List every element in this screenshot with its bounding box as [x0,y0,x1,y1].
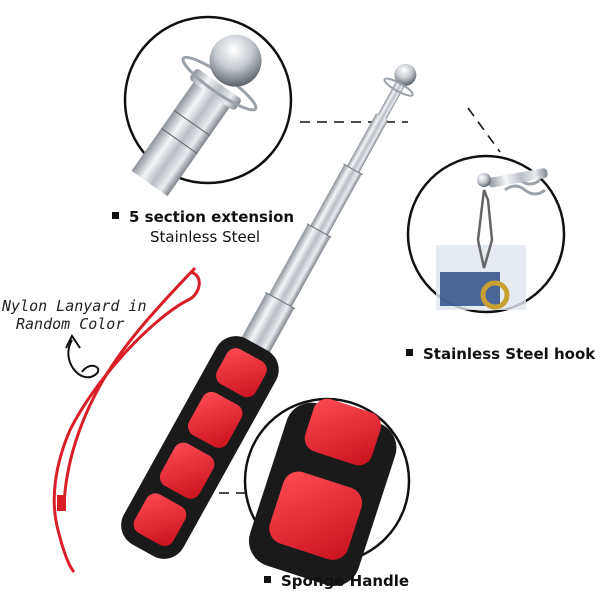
label-extension-subtitle: Stainless Steel [150,228,261,246]
bullet-icon [112,212,119,219]
bullet-icon [406,349,413,356]
lanyard-note-line1: Nylon Lanyard in [2,297,147,315]
bullet-icon [264,576,271,583]
lanyard-note-line2: Random Color [16,315,125,333]
label-hook: Stainless Steel hook [406,345,595,363]
sponge-handle [121,336,279,559]
curly-arrow-icon [67,339,100,379]
nylon-lanyard [52,266,201,573]
label-handle: Sponge Handle [264,572,409,590]
zoom-circle-handle [243,397,411,587]
arrow-head-icon [65,334,81,349]
zoom-circle-hook [406,154,566,314]
zoom-circle-finial [123,15,293,197]
label-extension-title: 5 section extension [112,208,294,226]
dashed-connector-hook [467,107,501,153]
